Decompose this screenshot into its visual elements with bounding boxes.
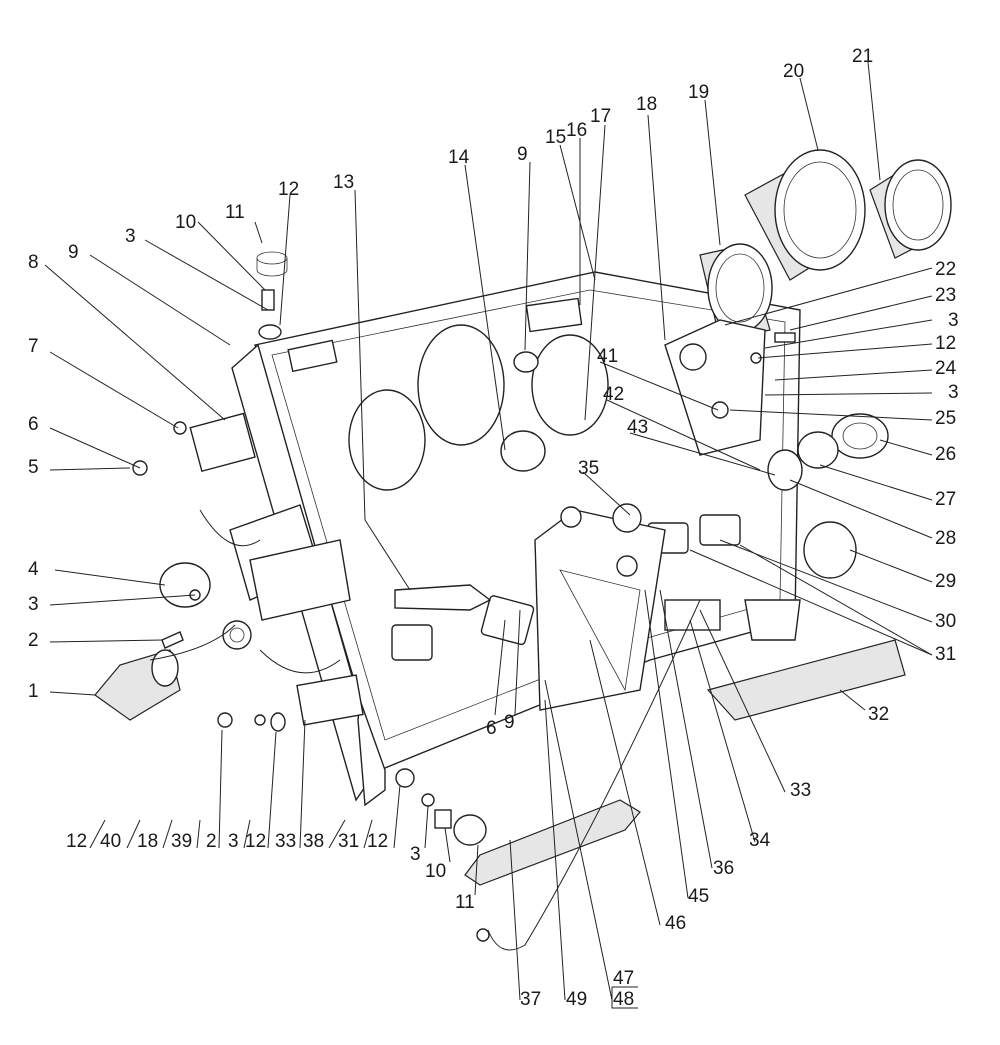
label: 18 bbox=[137, 831, 158, 852]
leader-lines bbox=[44, 61, 933, 1001]
label: 12 bbox=[66, 831, 87, 852]
label: 12 bbox=[245, 831, 266, 852]
label: 9 bbox=[517, 144, 528, 165]
label: 39 bbox=[171, 831, 192, 852]
label: 3 bbox=[28, 594, 39, 615]
instrument-panel bbox=[231, 271, 801, 807]
label: 22 bbox=[935, 259, 956, 280]
label: 6 bbox=[486, 718, 497, 739]
label: 47 bbox=[613, 968, 634, 989]
label: 14 bbox=[448, 147, 470, 168]
label: 4 bbox=[28, 559, 39, 580]
label: 1 bbox=[28, 681, 39, 702]
label: 40 bbox=[100, 831, 121, 852]
label: 2 bbox=[28, 630, 39, 651]
label: 31 bbox=[338, 831, 359, 852]
label: 10 bbox=[425, 861, 446, 882]
label: 33 bbox=[790, 780, 811, 801]
label: 5 bbox=[28, 457, 39, 478]
label: 45 bbox=[688, 886, 709, 907]
label: 11 bbox=[225, 202, 245, 223]
label: 35 bbox=[578, 458, 599, 479]
label: 3 bbox=[948, 310, 959, 331]
label: 11 bbox=[455, 892, 475, 913]
label: 19 bbox=[688, 82, 709, 103]
right-components bbox=[647, 319, 906, 721]
label: 17 bbox=[590, 106, 611, 127]
label: 37 bbox=[520, 989, 541, 1010]
label: 23 bbox=[935, 285, 956, 306]
callout-labels: 11 10 12 3 9 8 7 6 5 4 3 2 1 13 14 9 15 … bbox=[28, 46, 959, 1010]
label: 41 bbox=[597, 346, 618, 367]
label: 38 bbox=[303, 831, 324, 852]
label: 3 bbox=[125, 226, 136, 247]
label: 30 bbox=[935, 611, 956, 632]
center-duct bbox=[391, 351, 701, 951]
label: 24 bbox=[935, 358, 957, 379]
bottom-label-row: 12 40 18 39 2 3 12 33 38 31 12 bbox=[66, 719, 401, 852]
label: 10 bbox=[175, 212, 196, 233]
label: 29 bbox=[935, 571, 956, 592]
label: 3 bbox=[948, 382, 959, 403]
label: 6 bbox=[28, 414, 39, 435]
label: 32 bbox=[868, 704, 889, 725]
label: 8 bbox=[28, 252, 39, 273]
label: 34 bbox=[749, 830, 771, 851]
gauges bbox=[699, 149, 952, 341]
label: 15 bbox=[545, 127, 566, 148]
label: 43 bbox=[627, 417, 648, 438]
label: 46 bbox=[665, 913, 686, 934]
label: 21 bbox=[852, 46, 873, 67]
label: 49 bbox=[566, 989, 587, 1010]
label: 3 bbox=[410, 844, 421, 865]
label: 27 bbox=[935, 489, 956, 510]
label: 12 bbox=[278, 179, 299, 200]
label: 36 bbox=[713, 858, 734, 879]
label: 9 bbox=[504, 712, 515, 733]
label: 12 bbox=[367, 831, 388, 852]
label: 33 bbox=[275, 831, 296, 852]
label: 2 bbox=[206, 831, 217, 852]
label: 42 bbox=[603, 384, 624, 405]
left-components bbox=[94, 251, 487, 846]
label: 20 bbox=[783, 61, 804, 82]
label: 25 bbox=[935, 408, 956, 429]
label: 31 bbox=[935, 644, 956, 665]
label: 18 bbox=[636, 94, 657, 115]
label: 9 bbox=[68, 242, 79, 263]
label: 7 bbox=[28, 336, 39, 357]
label: 28 bbox=[935, 528, 956, 549]
label: 3 bbox=[228, 831, 239, 852]
label: 13 bbox=[333, 172, 354, 193]
label: 48 bbox=[613, 989, 634, 1010]
label: 12 bbox=[935, 333, 956, 354]
label: 16 bbox=[566, 120, 587, 141]
label: 26 bbox=[935, 444, 956, 465]
